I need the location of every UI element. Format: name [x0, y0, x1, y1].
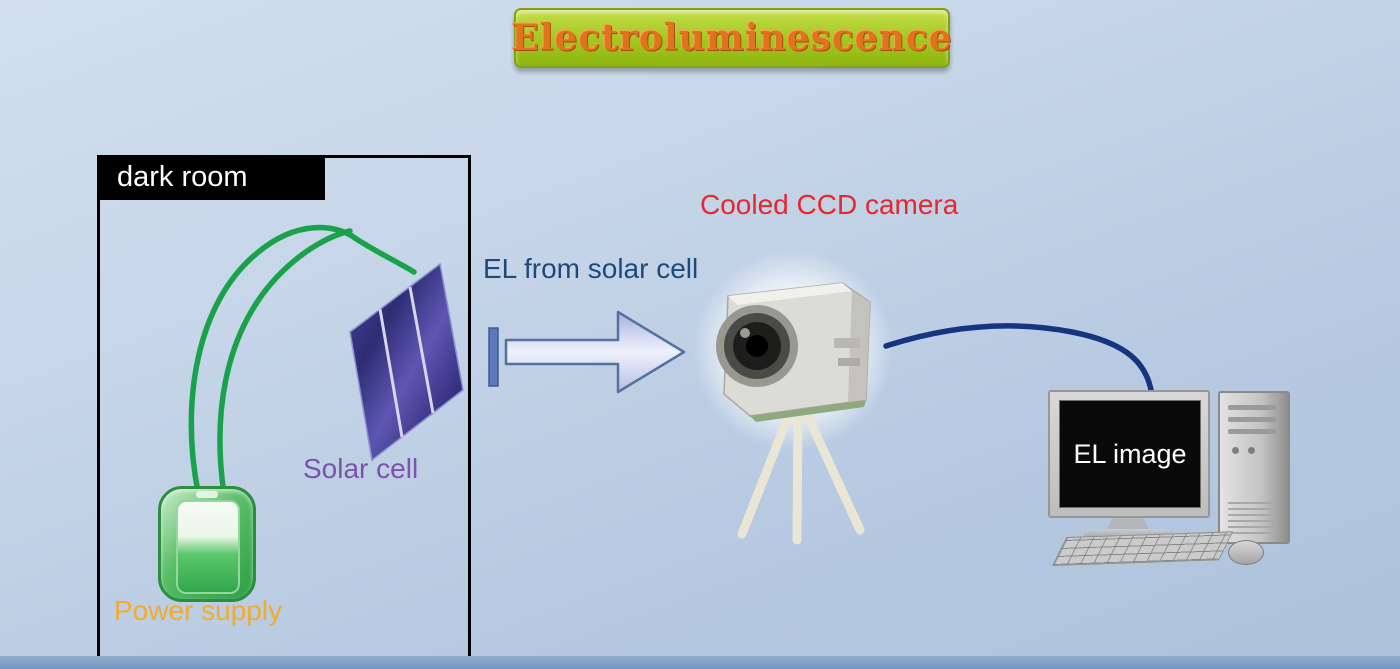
el-image-label: EL image — [1073, 438, 1187, 469]
battery-tab — [196, 491, 218, 498]
dark-room-label-text: dark room — [117, 161, 248, 193]
battery-body — [176, 500, 240, 594]
cooled-ccd-camera-label: Cooled CCD camera — [700, 189, 959, 220]
drive-slot — [1228, 405, 1276, 410]
dark-room-label: dark room — [97, 155, 325, 200]
monitor-stand — [1106, 518, 1150, 531]
power-supply-icon — [158, 486, 256, 602]
dark-room-box: dark room — [97, 155, 471, 659]
power-wires — [188, 224, 417, 497]
el-arrow — [488, 310, 686, 394]
bottom-edge-strip — [0, 656, 1400, 669]
computer-tower — [1218, 391, 1290, 544]
power-supply-label: Power supply — [114, 595, 283, 626]
power-button — [1232, 447, 1239, 454]
monitor-screen: EL image — [1059, 400, 1201, 508]
title-banner: Electroluminescence — [511, 8, 953, 68]
ccd-camera-icon — [693, 250, 893, 545]
reset-button — [1248, 447, 1255, 454]
mouse — [1228, 540, 1264, 565]
el-from-solar-cell-label: EL from solar cell — [483, 253, 699, 284]
title-text: Electroluminescence — [511, 17, 953, 59]
tripod-legs — [737, 407, 865, 545]
tower-vent — [1228, 500, 1276, 534]
camera-cable — [883, 323, 1155, 399]
solar-cell-label: Solar cell — [303, 453, 419, 484]
drive-slot — [1228, 429, 1276, 434]
drive-slot — [1228, 417, 1276, 422]
solar-cell-panel — [349, 262, 464, 462]
